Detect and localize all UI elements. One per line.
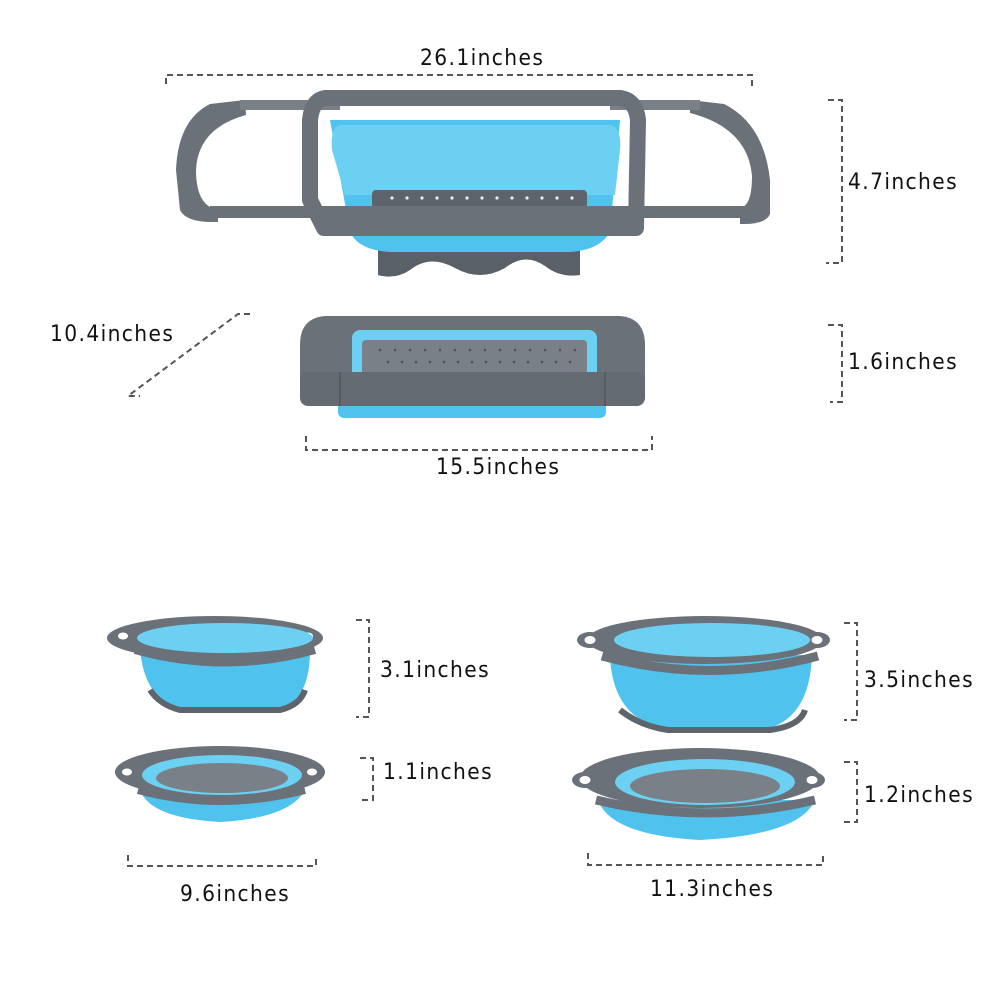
small-round-width-label: 9.6inches xyxy=(180,882,291,907)
large-round-colander-expanded xyxy=(577,616,830,733)
height-collapsed-label: 1.6inches xyxy=(848,350,959,375)
small-round-colander-expanded xyxy=(107,616,323,713)
large-round-height-expanded-label: 3.5inches xyxy=(864,668,975,693)
height-expanded-label: 4.7inches xyxy=(848,170,959,195)
length-collapsed-label: 15.5inches xyxy=(436,455,561,480)
depth-collapsed-label: 10.4inches xyxy=(50,322,175,347)
dimension-lines xyxy=(124,74,858,867)
large-round-height-collapsed-label: 1.2inches xyxy=(864,783,975,808)
small-round-height-collapsed-label: 1.1inches xyxy=(383,760,494,785)
over-sink-colander-collapsed xyxy=(300,316,645,418)
large-round-width-label: 11.3inches xyxy=(650,877,775,902)
over-sink-colander-expanded xyxy=(176,90,770,277)
drain-holes xyxy=(390,196,574,200)
width-expanded-label: 26.1inches xyxy=(420,46,545,71)
small-round-colander-collapsed xyxy=(115,746,325,822)
small-round-height-expanded-label: 3.1inches xyxy=(380,658,491,683)
drain-holes xyxy=(378,348,577,364)
large-round-colander-collapsed xyxy=(572,748,825,840)
